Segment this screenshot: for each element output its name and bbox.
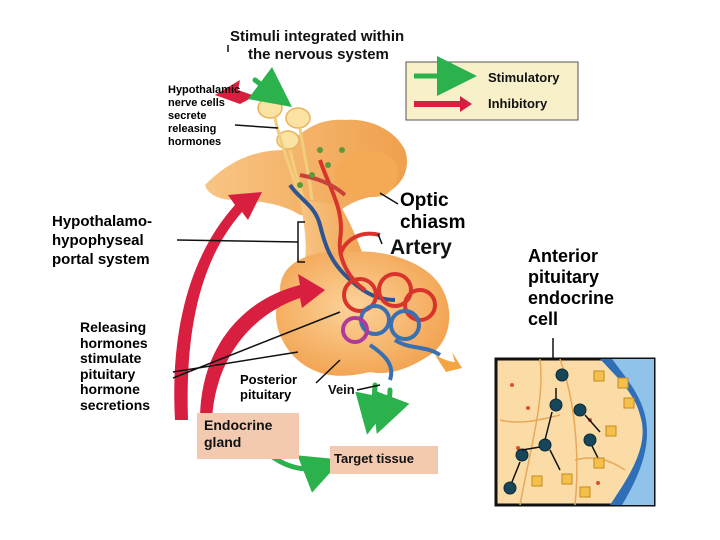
- hormone-dots: [297, 147, 345, 188]
- artery-label: Artery: [390, 236, 452, 259]
- endocrine-line: Endocrine: [204, 417, 273, 433]
- releasing-line: secretions: [80, 396, 151, 413]
- inhibitory-arrows: [174, 80, 325, 420]
- anterior-line: Anterior: [528, 246, 599, 266]
- portal-line: portal system: [52, 251, 150, 268]
- inhibitory-legend-arrow: [414, 96, 472, 112]
- anterior-cell-label: Anterior pituitary endocrine cell: [528, 246, 614, 330]
- nerve-cells: [257, 97, 314, 206]
- stimuli-title: Stimuli integrated within: [230, 28, 405, 45]
- releasing-line: hormones: [80, 334, 148, 351]
- portal-line: Hypothalamo-: [52, 213, 153, 230]
- outflow-arrow: [435, 352, 462, 372]
- hypothalamic-line: releasing: [168, 123, 217, 135]
- releasing-line: pituitary: [80, 365, 136, 382]
- portal-line: hypophyseal: [52, 232, 144, 249]
- endocrine-gland-text: Endocrine gland: [204, 417, 272, 451]
- legend-inhibitory-label: Inhibitory: [488, 96, 548, 111]
- hypothalamic-line: secrete: [168, 110, 207, 122]
- hypothalamic-line: Hypothalamic: [168, 84, 241, 96]
- target-tissue-text: Target tissue: [334, 451, 414, 466]
- releasing-line: stimulate: [80, 350, 142, 366]
- target-tissue-box: [330, 446, 438, 474]
- endocrine-gland-box: [197, 413, 299, 459]
- optic-line: Optic: [400, 190, 449, 211]
- hypothalamic-label: Hypothalamic nerve cells secrete releasi…: [168, 84, 240, 149]
- optic-chiasm-shape: [335, 150, 398, 198]
- optic-chiasm-label: Optic chiasm: [400, 190, 465, 234]
- capillary-network: [341, 272, 442, 381]
- stimuli-subtitle: the nervous system: [248, 46, 389, 63]
- anterior-line: cell: [528, 309, 559, 329]
- anterior-line: endocrine: [528, 288, 615, 308]
- legend-box: [405, 61, 579, 121]
- endocrine-line: gland: [204, 434, 242, 450]
- releasing-line: Releasing: [80, 319, 147, 335]
- releasing-line: hormone: [80, 381, 140, 397]
- anterior-line: pituitary: [528, 267, 600, 287]
- posterior-line: Posterior: [240, 372, 298, 387]
- pointer-lines: [172, 45, 554, 391]
- legend-stimulatory-label: Stimulatory: [488, 70, 560, 85]
- portal-vessels: [288, 159, 396, 302]
- optic-line: chiasm: [400, 212, 466, 233]
- vein-label: Vein: [328, 382, 355, 397]
- portal-bracket: [297, 221, 305, 263]
- posterior-pituitary-label: Posterior pituitary: [240, 372, 297, 402]
- posterior-line: pituitary: [240, 387, 292, 402]
- hypothalamic-line: hormones: [168, 136, 222, 148]
- cell-inset: [494, 357, 656, 507]
- portal-system-label: Hypothalamo- hypophyseal portal system: [52, 212, 152, 269]
- hypothalamic-line: nerve cells: [168, 97, 225, 109]
- releasing-hormones-label: Releasing hormones stimulate pituitary h…: [80, 319, 151, 413]
